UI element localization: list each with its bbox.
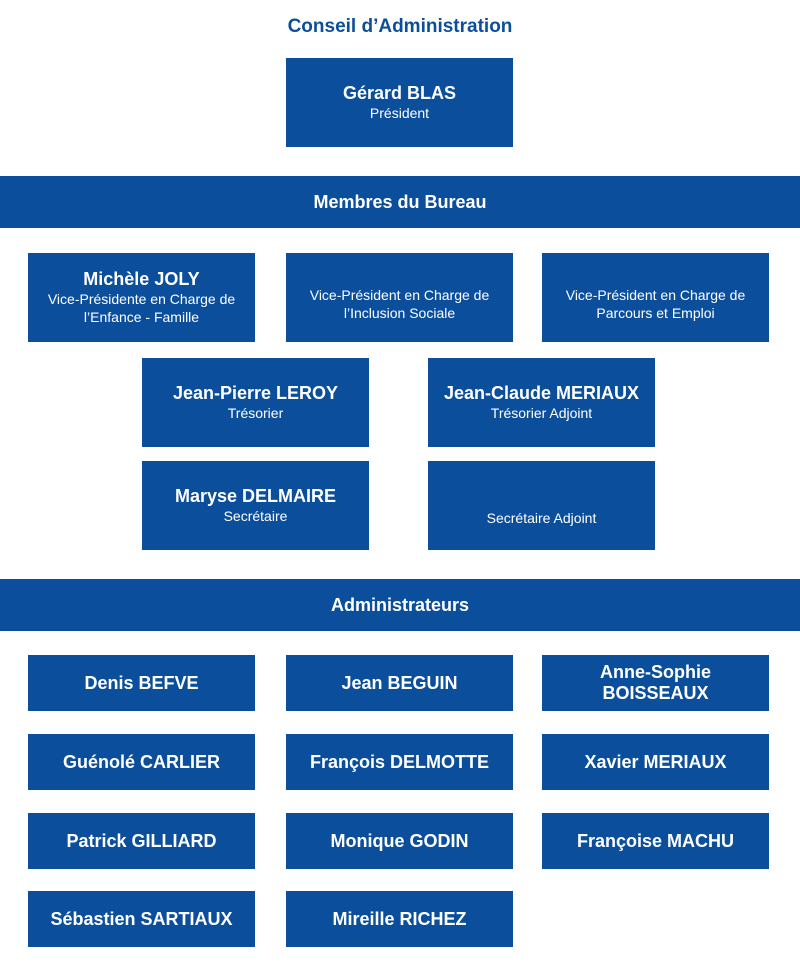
- vp-parcours-role-line1: Vice-Président en Charge de: [565, 286, 746, 303]
- administrator-box: Guénolé CARLIER: [28, 734, 255, 790]
- deputy-secretary-role: Secrétaire Adjoint: [486, 509, 597, 526]
- secretary-name: Maryse DELMAIRE: [174, 486, 337, 506]
- secretary-role: Secrétaire: [223, 508, 288, 524]
- administrator-box: Jean BEGUIN: [286, 655, 513, 711]
- administrator-name: Jean BEGUIN: [341, 672, 458, 693]
- vp-enfance-role-line2: l’Enfance - Famille: [83, 309, 200, 325]
- treasurer-role: Trésorier: [227, 405, 284, 421]
- administrator-box: Anne-Sophie BOISSEAUX: [542, 655, 769, 711]
- administrator-name: Denis BEFVE: [84, 672, 199, 693]
- vp-parcours-box: Vice-Président en Charge de Parcours et …: [542, 253, 769, 342]
- deputy-secretary-box: Secrétaire Adjoint: [428, 461, 655, 550]
- administrator-name: Mireille RICHEZ: [332, 908, 467, 929]
- president-role: Président: [369, 105, 430, 121]
- vp-enfance-role-line1: Vice-Présidente en Charge de: [47, 291, 236, 307]
- administrator-box: Monique GODIN: [286, 813, 513, 869]
- administrators-header-label: Administrateurs: [330, 594, 470, 615]
- president-name: Gérard BLAS: [342, 83, 457, 103]
- administrator-name: Anne-Sophie BOISSEAUX: [600, 662, 711, 703]
- administrator-name: Xavier MERIAUX: [584, 751, 727, 772]
- vp-inclusion-role-line1: Vice-Président en Charge de: [309, 286, 490, 303]
- administrator-box: Mireille RICHEZ: [286, 891, 513, 947]
- administrator-name: Patrick GILLIARD: [66, 830, 217, 851]
- secretary-box: Maryse DELMAIRE Secrétaire: [142, 461, 369, 550]
- administrator-box: Denis BEFVE: [28, 655, 255, 711]
- deputy-treasurer-box: Jean-Claude MERIAUX Trésorier Adjoint: [428, 358, 655, 447]
- page-title: Conseil d’Administration: [287, 16, 513, 37]
- bureau-header: Membres du Bureau: [0, 176, 800, 228]
- administrator-name: Françoise MACHU: [576, 830, 735, 851]
- administrator-name: François DELMOTTE: [309, 751, 489, 772]
- deputy-treasurer-name: Jean-Claude MERIAUX: [443, 383, 640, 403]
- administrators-header: Administrateurs: [0, 579, 800, 631]
- treasurer-name: Jean-Pierre LEROY: [172, 383, 339, 403]
- vp-enfance-name: Michèle JOLY: [83, 269, 200, 289]
- vp-inclusion-role-line2: l’Inclusion Sociale: [343, 304, 456, 321]
- administrator-box: Xavier MERIAUX: [542, 734, 769, 790]
- administrator-name: Guénolé CARLIER: [62, 751, 220, 772]
- administrator-name: Monique GODIN: [330, 830, 469, 851]
- administrator-box: Françoise MACHU: [542, 813, 769, 869]
- vp-enfance-box: Michèle JOLY Vice-Présidente en Charge d…: [28, 253, 255, 342]
- administrator-name: Sébastien SARTIAUX: [50, 908, 233, 929]
- bureau-header-label: Membres du Bureau: [313, 191, 487, 212]
- vp-inclusion-box: Vice-Président en Charge de l’Inclusion …: [286, 253, 513, 342]
- deputy-treasurer-role: Trésorier Adjoint: [490, 405, 593, 421]
- administrator-box: Patrick GILLIARD: [28, 813, 255, 869]
- president-box: Gérard BLAS Président: [286, 58, 513, 147]
- administrator-box: François DELMOTTE: [286, 734, 513, 790]
- vp-parcours-role-line2: Parcours et Emploi: [596, 304, 715, 321]
- treasurer-box: Jean-Pierre LEROY Trésorier: [142, 358, 369, 447]
- administrator-box: Sébastien SARTIAUX: [28, 891, 255, 947]
